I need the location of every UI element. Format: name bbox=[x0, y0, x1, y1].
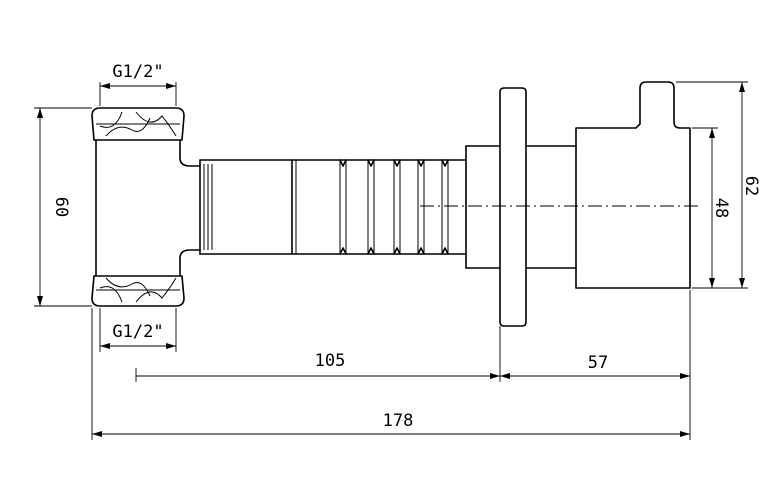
dimension-thread-top: G1/2" bbox=[99, 62, 177, 106]
dimension-57: 57 bbox=[500, 353, 690, 379]
thread-top-label: G1/2" bbox=[112, 62, 163, 82]
depth-57-label: 57 bbox=[588, 353, 608, 373]
height-48-label: 48 bbox=[711, 198, 731, 218]
dimension-height-48: 48 bbox=[692, 127, 731, 289]
handle bbox=[525, 81, 691, 289]
dimension-105: 105 bbox=[136, 351, 500, 379]
dimension-height-62: 62 bbox=[676, 81, 761, 289]
spindle bbox=[199, 145, 501, 269]
thread-bottom-label: G1/2" bbox=[112, 322, 163, 342]
dimension-178: 178 bbox=[92, 411, 690, 437]
total-length-label: 178 bbox=[383, 411, 414, 431]
height-60-label: 60 bbox=[51, 197, 71, 217]
dimension-height-60: 60 bbox=[34, 107, 92, 307]
height-62-label: 62 bbox=[741, 176, 761, 196]
flange-plate bbox=[499, 87, 527, 327]
depth-105-label: 105 bbox=[315, 351, 346, 371]
dimension-thread-bottom: G1/2" bbox=[99, 308, 177, 352]
valve-body bbox=[91, 107, 201, 307]
